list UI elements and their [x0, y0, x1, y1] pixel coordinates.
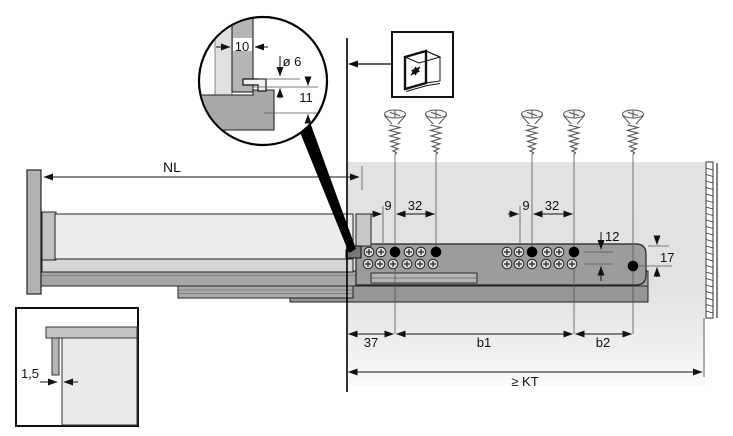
wall-section [703, 161, 718, 377]
screw-hole [362, 258, 374, 270]
drawer-front-step [41, 211, 57, 261]
detail-rail-tab [51, 337, 60, 376]
dim-kt-label: ≥ KT [511, 374, 538, 389]
dim-9a-label: 9 [384, 198, 391, 213]
screw-hole [540, 258, 552, 270]
screw-hole [401, 258, 413, 270]
screw-hole [403, 246, 415, 258]
screw-icon [424, 109, 448, 156]
dim-32a-label: 32 [408, 198, 422, 213]
dimensions: NL 9 32 9 32 12 17 37 b1 b2 ≥ KT [43, 159, 703, 389]
flange-lines [178, 289, 353, 294]
dim-10-label: 10 [235, 39, 249, 54]
callout-contents [200, 18, 318, 131]
fixing-hole-end [627, 260, 639, 272]
slide-lower-flange [177, 285, 354, 299]
dim-17-label: 17 [660, 250, 674, 265]
dim-37-label: 37 [364, 335, 378, 350]
dim-b2-label: b2 [596, 335, 610, 350]
screw-hole [513, 258, 525, 270]
label-backing [233, 38, 252, 51]
dim-gap-label: 1,5 [21, 366, 39, 381]
screw-hole [374, 258, 386, 270]
dim-b1-label: b1 [477, 335, 491, 350]
dim-hole-dia-label: ø 6 [283, 54, 302, 69]
callout-pointer [295, 114, 356, 253]
screw-hole [566, 258, 578, 270]
drawer-front-panel [26, 169, 42, 295]
detail-callout: 10 ø 6 11 [197, 15, 356, 253]
fixing-hole [389, 246, 401, 258]
screw-hole [415, 246, 427, 258]
screws [383, 109, 645, 156]
cabinet-icon-box [348, 31, 454, 98]
screw-hole [427, 258, 439, 270]
screw-icon [562, 109, 586, 156]
fixing-hole [568, 246, 580, 258]
icon-pointer-arrowhead [348, 60, 358, 68]
screw-hole [501, 258, 513, 270]
screw-hole [513, 246, 525, 258]
drawer-side-panel [54, 213, 354, 260]
dim-11-label: 11 [299, 90, 313, 105]
screw-hole [526, 258, 538, 270]
dim-nl-label: NL [163, 159, 181, 175]
screw-hole [553, 246, 565, 258]
screw-hole [375, 246, 387, 258]
screw-hole [414, 258, 426, 270]
screw-hole [363, 246, 375, 258]
corner-detail-box: 1,5 [15, 307, 139, 427]
cabinet-icon [403, 49, 442, 92]
drawer-bottom-panel [41, 258, 354, 273]
screw-hole [541, 246, 553, 258]
detail-rail-block [200, 89, 275, 131]
fixing-hole [526, 246, 538, 258]
icon-frame [391, 31, 454, 98]
rail-front-tab [355, 213, 372, 247]
fixing-hole [430, 246, 442, 258]
dim-9b-label: 9 [522, 198, 529, 213]
screw-icon [383, 109, 407, 156]
detail-top-rail [45, 326, 138, 339]
screw-hole [387, 258, 399, 270]
screw-hole [501, 246, 513, 258]
screw-icon [520, 109, 544, 156]
dim-12-label: 12 [605, 229, 619, 244]
screw-hole [553, 258, 565, 270]
detail-side-panel [231, 18, 254, 93]
dim-32b-label: 32 [545, 198, 559, 213]
guide-lines [361, 154, 634, 334]
detail-panel-inner [214, 18, 233, 96]
drawer-slide-assembly [26, 169, 649, 303]
screw-icon [621, 109, 645, 156]
wall-hatch-strip [705, 161, 714, 319]
wall-hatch-lines [705, 167, 714, 314]
